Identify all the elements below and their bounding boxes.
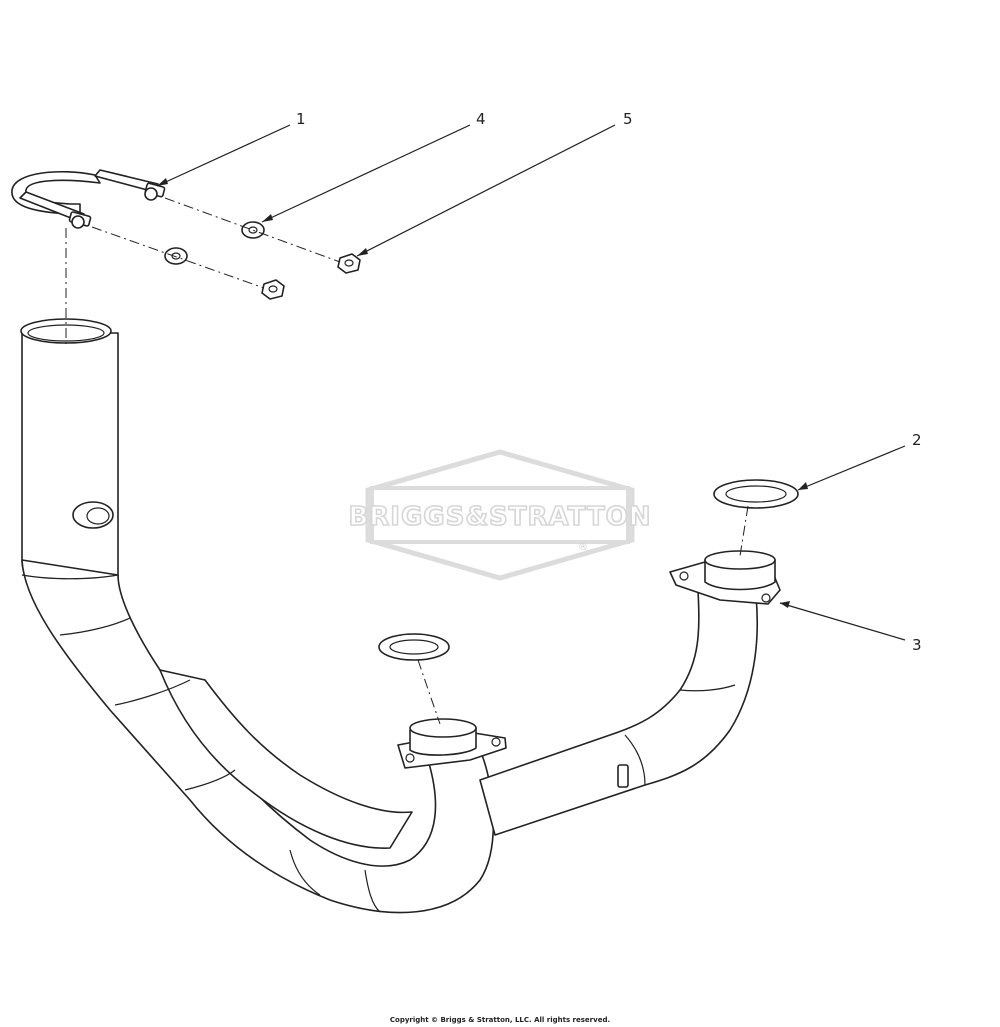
- callout-leaders: [156, 124, 906, 641]
- watermark-text: BRIGGS&STRATTON: [348, 502, 651, 532]
- watermark-logo: BRIGGS&STRATTON ®: [348, 449, 651, 581]
- exhaust-pipe: [20, 318, 781, 914]
- nut-lower: [261, 279, 285, 300]
- gasket-upper: [713, 479, 799, 509]
- u-bolt-clamp: [11, 169, 166, 229]
- gasket-lower: [378, 633, 450, 661]
- callout-2: 2: [912, 431, 922, 449]
- washer-lower: [164, 247, 188, 265]
- callout-labels: 1 2 3 4 5: [296, 110, 922, 654]
- callout-5: 5: [623, 110, 633, 128]
- callout-3: 3: [912, 636, 922, 654]
- callout-4: 4: [476, 110, 486, 128]
- assembly-centerlines: [65, 197, 749, 725]
- callout-1: 1: [296, 110, 306, 128]
- nut-upper: [337, 253, 361, 274]
- washer-upper: [241, 221, 265, 239]
- copyright-notice: Copyright © Briggs & Stratton, LLC. All …: [389, 1016, 611, 1024]
- watermark-registered-mark: ®: [578, 542, 588, 553]
